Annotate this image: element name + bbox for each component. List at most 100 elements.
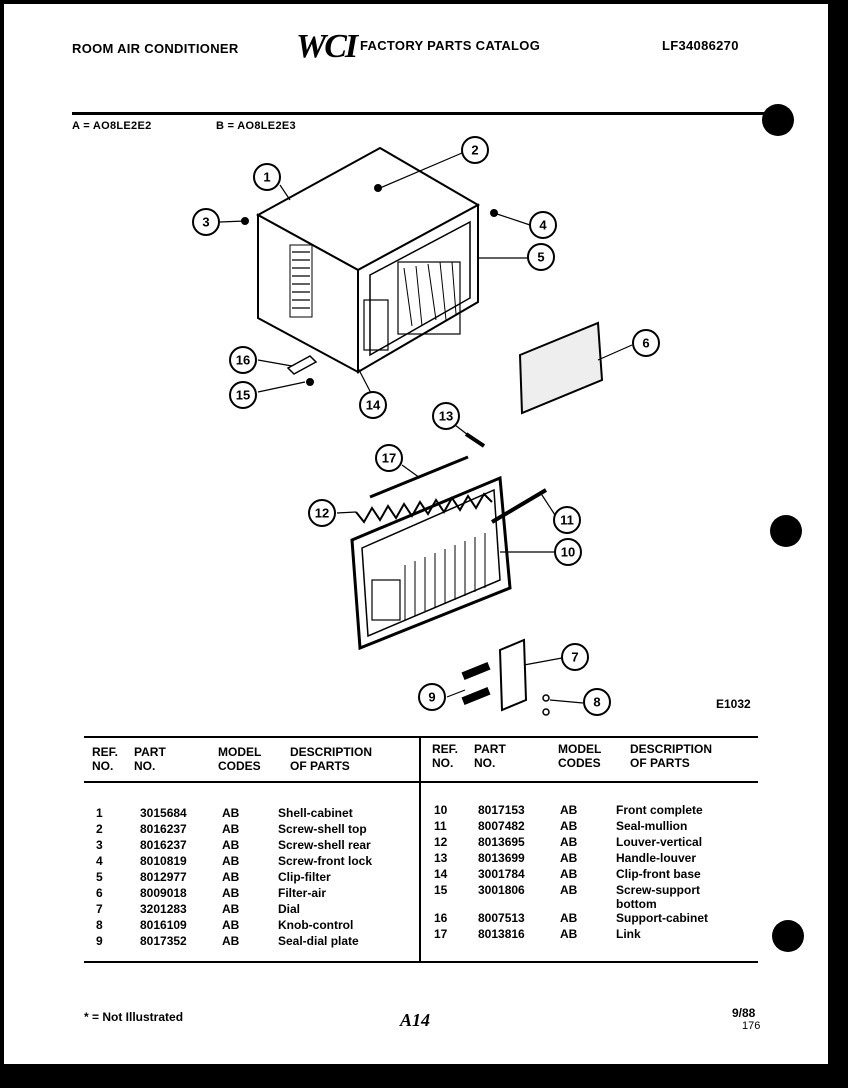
col-header-desc-right: DESCRIPTION OF PARTS — [630, 742, 713, 770]
part-no: 8012977 — [140, 870, 187, 884]
catalog-number: LF34086270 — [662, 38, 739, 53]
callout-15-circle — [229, 381, 257, 409]
part-description: Dial — [278, 902, 301, 916]
ref-no: 7 — [96, 902, 103, 916]
callout-2: 2 — [471, 143, 478, 158]
front-panel — [350, 475, 512, 651]
part-no: 8013816 — [478, 927, 525, 941]
part-no: 8013699 — [478, 851, 525, 865]
part-description: Seal-dial plate — [278, 934, 359, 948]
ref-no: 8 — [96, 918, 103, 932]
callout-4: 4 — [539, 218, 547, 233]
header-left-title: ROOM AIR CONDITIONER — [72, 41, 239, 56]
model-codes: AB — [560, 835, 578, 849]
model-codes: AB — [560, 803, 578, 817]
part-description: Knob-control — [278, 918, 354, 932]
part-no: 3201283 — [140, 902, 187, 916]
callout-5: 5 — [537, 250, 544, 265]
part-description: Screw-front lock — [278, 854, 373, 868]
ref-no: 15 — [434, 883, 448, 897]
col-header-part-left: PART NO. — [134, 745, 166, 773]
callout-15: 15 — [236, 388, 250, 403]
ref-no: 10 — [434, 803, 448, 817]
ref-no: 2 — [96, 822, 103, 836]
knob-control-lower — [542, 708, 550, 716]
not-illustrated-note: * = Not Illustrated — [84, 1010, 184, 1024]
ref-no: 17 — [434, 927, 448, 941]
part-no: 8007513 — [478, 911, 525, 925]
cabinet-shell — [255, 146, 481, 374]
part-no: 8016109 — [140, 918, 187, 932]
col-header-ref-right: REF. NO. — [432, 742, 459, 770]
louver-vertical — [355, 492, 493, 524]
knob-control-upper — [542, 694, 550, 702]
col-header-model-right: MODEL CODES — [558, 742, 602, 770]
ref-no: 16 — [434, 911, 448, 925]
callout-11-circle — [553, 506, 581, 534]
parts-row: 8 8016109 AB Knob-control — [96, 918, 398, 934]
model-codes: AB — [222, 854, 240, 868]
catalog-date: 9/88 — [732, 1006, 756, 1020]
part-no: 8017153 — [478, 803, 525, 817]
ref-no: 14 — [434, 867, 448, 881]
part-description: Link — [616, 927, 641, 941]
callout-16-circle — [229, 346, 257, 374]
model-codes: AB — [222, 918, 240, 932]
seal-dial-strip-upper — [461, 662, 491, 680]
callout-11: 11 — [560, 513, 574, 528]
model-codes: AB — [560, 851, 578, 865]
ref-no: 12 — [434, 835, 448, 849]
binder-hole-middle — [770, 515, 802, 547]
ref-no: 13 — [434, 851, 448, 865]
screw-support-bottom — [306, 378, 314, 386]
part-no: 8007482 — [478, 819, 525, 833]
callout-3: 3 — [202, 215, 209, 230]
callout-13-circle — [432, 402, 460, 430]
callout-6-circle — [632, 329, 660, 357]
binder-hole-bottom — [772, 920, 804, 952]
model-codes: AB — [222, 870, 240, 884]
callout-17-circle — [375, 444, 403, 472]
col-header-model-left: MODEL CODES — [218, 745, 262, 773]
callout-13: 13 — [439, 409, 453, 424]
dial-plate — [498, 638, 528, 712]
callout-6: 6 — [642, 336, 649, 351]
seal-mullion — [490, 488, 548, 524]
part-no: 8017352 — [140, 934, 187, 948]
callout-12-circle — [308, 499, 336, 527]
callout-10-circle — [554, 538, 582, 566]
ref-no: 9 — [96, 934, 103, 948]
model-codes: AB — [560, 867, 578, 881]
wci-logo: WCI — [296, 28, 358, 65]
col-header-desc-left: DESCRIPTION OF PARTS — [290, 745, 373, 773]
model-codes: AB — [560, 883, 578, 897]
col-header-part-right: PART NO. — [474, 742, 506, 770]
part-no: 3001806 — [478, 883, 525, 897]
part-description: Seal-mullion — [616, 819, 688, 833]
part-no: 3001784 — [478, 867, 525, 881]
seal-dial-strip-lower — [461, 687, 491, 705]
model-codes: AB — [222, 806, 240, 820]
part-description: Clip-front base — [616, 867, 701, 881]
model-codes: AB — [222, 934, 240, 948]
callout-5-circle — [527, 243, 555, 271]
model-codes: AB — [222, 822, 240, 836]
handle-louver — [464, 432, 486, 448]
callout-10: 10 — [561, 545, 575, 560]
figure-code: E1032 — [716, 697, 751, 711]
part-description: Clip-filter — [278, 870, 331, 884]
parts-row: 14 3001784 AB Clip-front base — [434, 867, 736, 883]
part-no: 8016237 — [140, 838, 187, 852]
callout-7: 7 — [571, 650, 578, 665]
callout-8-circle — [583, 688, 611, 716]
